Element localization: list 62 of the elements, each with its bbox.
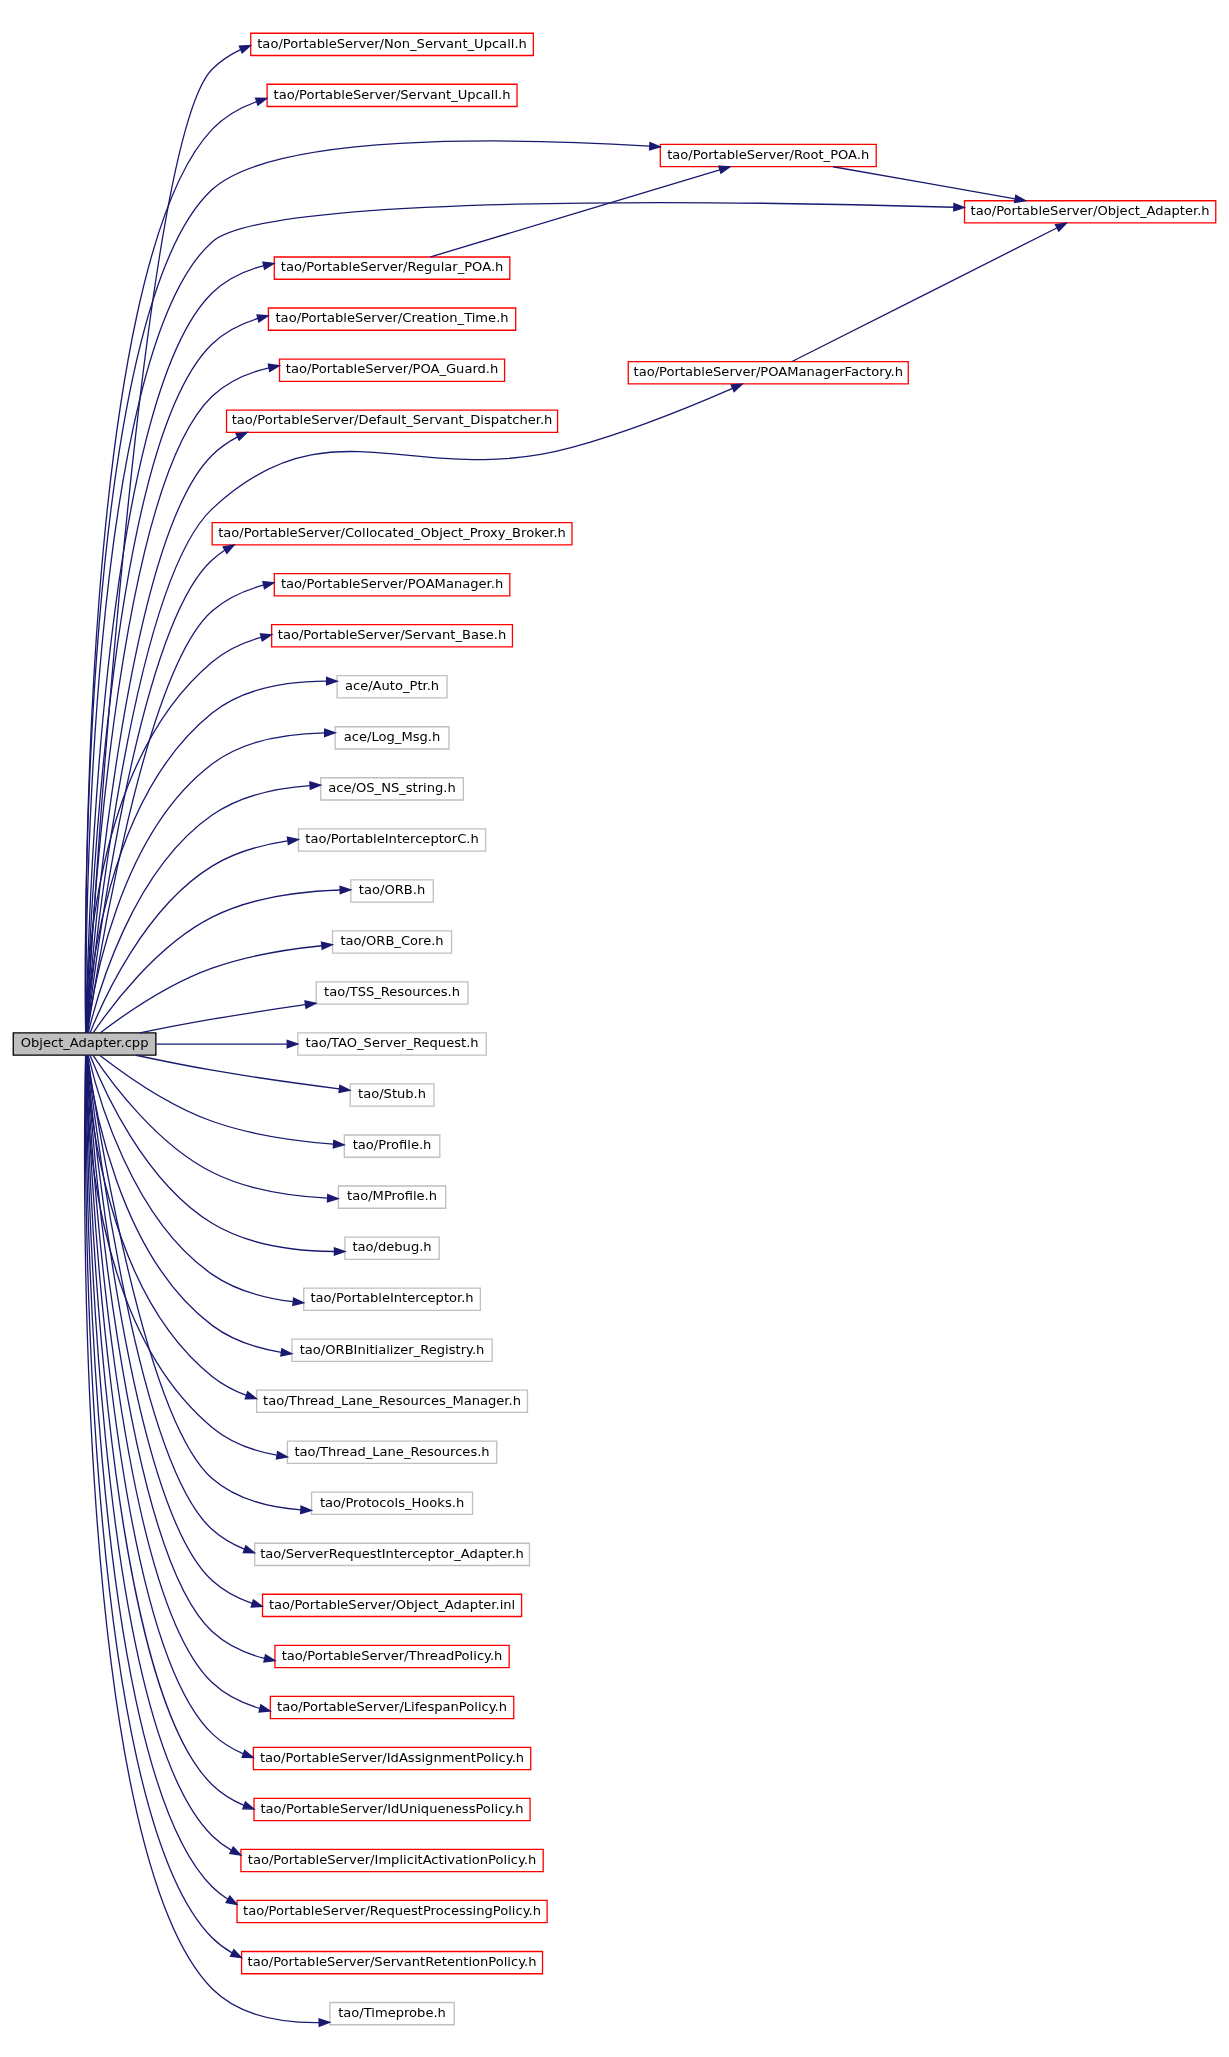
- arrow: [85, 676, 340, 1033]
- arrow: [85, 201, 967, 1033]
- arrow: [86, 1054, 314, 1514]
- node-box: tao/ORB_Core.h: [331, 929, 453, 954]
- node-box: tao/PortableServer/Creation_Time.h: [267, 306, 517, 331]
- node-box: tao/ORBInitializer_Registry.h: [291, 1337, 493, 1362]
- node-box: tao/PortableServer/Non_Servant_Upcall.h: [250, 32, 535, 56]
- node-box: Object_Adapter.cpp: [12, 1031, 157, 1056]
- node-box: tao/Thread_Lane_Resources.h: [286, 1440, 498, 1464]
- node-box: tao/PortableServer/Regular_POA.h: [273, 255, 511, 280]
- node-box: tao/PortableServer/Default_Servant_Dispatcher.h: [225, 408, 559, 433]
- node-box: tao/PortableServer/ServantRetentionPolicy.h: [240, 1950, 544, 1974]
- node-box: tao/PortableServer/Root_POA.h: [659, 143, 877, 167]
- node-box: tao/PortableServer/Collocated_Object_Proxy_Broker.h: [211, 521, 573, 545]
- arrow: [89, 835, 301, 1034]
- node-box: tao/MProfile.h: [337, 1184, 447, 1209]
- node-box: tao/Thread_Lane_Resources_Manager.h: [255, 1389, 529, 1413]
- node-box: tao/PortableServer/LifespanPolicy.h: [269, 1695, 515, 1719]
- arrow: [135, 1054, 352, 1093]
- arrow: [92, 1054, 341, 1203]
- arrow: [86, 382, 745, 1033]
- node-box: tao/PortableServer/Object_Adapter.h: [963, 199, 1217, 224]
- node-box: tao/PortableServer/ImplicitActivationPolicy.h: [240, 1848, 544, 1872]
- node-box: tao/debug.h: [344, 1235, 440, 1260]
- node-box: tao/PortableServer/IdAssignmentPolicy.h: [252, 1746, 532, 1770]
- node-box: tao/TSS_Resources.h: [315, 980, 469, 1005]
- arrow: [429, 165, 732, 258]
- node-box: tao/PortableServer/ThreadPolicy.h: [274, 1644, 510, 1668]
- arrow: [791, 221, 1069, 362]
- arrow: [99, 940, 335, 1034]
- node-box: tao/ORB.h: [350, 878, 434, 903]
- arrow: [86, 727, 338, 1033]
- node-box: tao/PortableServer/IdUniquenessPolicy.h: [253, 1797, 531, 1821]
- node-box: tao/PortableServer/Servant_Upcall.h: [266, 83, 518, 107]
- arrow: [83, 1054, 332, 2027]
- node-box: tao/PortableServer/POA_Guard.h: [278, 357, 506, 382]
- node-box: tao/PortableServer/POAManager.h: [273, 572, 511, 597]
- arrow: [139, 999, 318, 1033]
- arrow: [84, 139, 663, 1033]
- arrow: [87, 780, 323, 1033]
- node-box: tao/PortableServer/Object_Adapter.inl: [261, 1593, 523, 1617]
- arrow: [832, 165, 1028, 203]
- node-box: tao/PortableServer/Servant_Base.h: [271, 623, 514, 648]
- node-box: tao/ServerRequestInterceptor_Adapter.h: [254, 1542, 531, 1566]
- node-box: ace/OS_NS_string.h: [320, 776, 465, 801]
- node-box: tao/Stub.h: [349, 1082, 435, 1107]
- node-box: ace/Auto_Ptr.h: [336, 674, 448, 699]
- arrow: [86, 1054, 294, 1357]
- node-box: tao/TAO_Server_Request.h: [297, 1031, 487, 1056]
- node-box: tao/PortableInterceptor.h: [303, 1286, 482, 1311]
- arrow: [92, 884, 353, 1034]
- node-box: ace/Log_Msg.h: [334, 725, 450, 750]
- arrow: [99, 1054, 346, 1149]
- node-box: tao/Protocols_Hooks.h: [310, 1491, 474, 1515]
- arrow: [89, 1054, 347, 1256]
- node-box: tao/PortableServer/POAManagerFactory.h: [627, 360, 909, 385]
- node-box: tao/Profile.h: [343, 1133, 441, 1158]
- node-box: tao/PortableServer/RequestProcessingPolicy.h: [236, 1899, 548, 1923]
- node-box: tao/Timeprobe.h: [329, 2001, 455, 2025]
- arrow: [87, 1054, 306, 1306]
- arrow: [155, 1038, 300, 1049]
- node-box: tao/PortableInterceptorC.h: [297, 827, 487, 852]
